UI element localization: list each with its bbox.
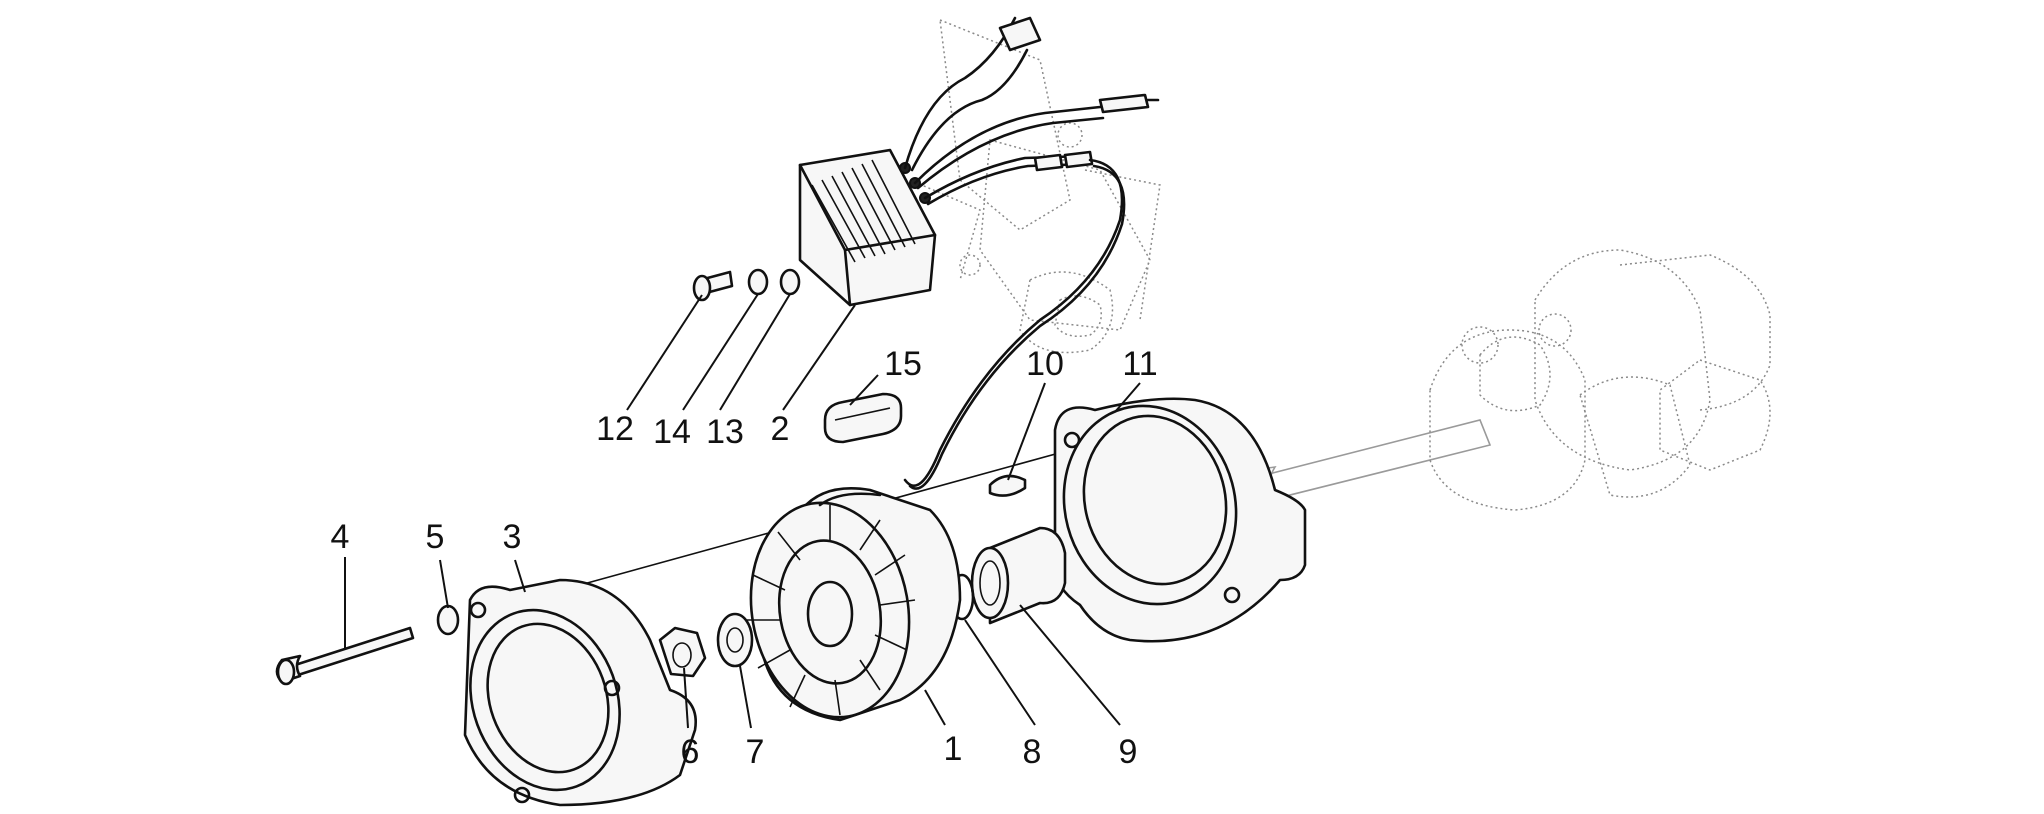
regulator-wiring — [903, 16, 1160, 490]
callout-labels: 4 5 3 6 7 1 8 9 10 11 15 12 14 13 2 — [331, 345, 1158, 771]
spacer-sleeve — [970, 526, 1067, 625]
leader-lines — [344, 293, 1141, 729]
callout-6: 6 — [681, 733, 700, 771]
regulator-washer-14 — [747, 268, 769, 296]
callout-5: 5 — [426, 518, 445, 556]
front-cover — [463, 578, 698, 807]
callout-12: 12 — [596, 410, 634, 448]
engine-casting-ghost — [909, 18, 1161, 354]
voltage-regulator — [798, 148, 937, 307]
callout-8: 8 — [1023, 733, 1042, 771]
regulator-washer-13 — [779, 268, 801, 296]
woodruff-key — [988, 474, 1027, 497]
hex-nut — [658, 626, 707, 678]
wire-grommet — [823, 392, 903, 444]
callout-10: 10 — [1026, 345, 1064, 383]
regulator-screw — [692, 270, 734, 302]
flat-washer — [716, 612, 754, 668]
callout-3: 3 — [503, 518, 522, 556]
long-bolt — [275, 626, 415, 686]
callout-9: 9 — [1119, 733, 1138, 771]
stator — [747, 487, 962, 722]
rear-housing — [1052, 397, 1307, 643]
callout-2: 2 — [771, 410, 790, 448]
callout-4: 4 — [331, 518, 350, 556]
bolt-washer — [436, 604, 460, 636]
callout-13: 13 — [706, 413, 744, 451]
callout-15: 15 — [884, 345, 922, 383]
callout-7: 7 — [746, 733, 765, 771]
crankshaft-ghost — [1248, 249, 1771, 511]
callout-11: 11 — [1122, 345, 1157, 383]
callout-14: 14 — [653, 413, 691, 451]
callout-1: 1 — [944, 730, 963, 768]
